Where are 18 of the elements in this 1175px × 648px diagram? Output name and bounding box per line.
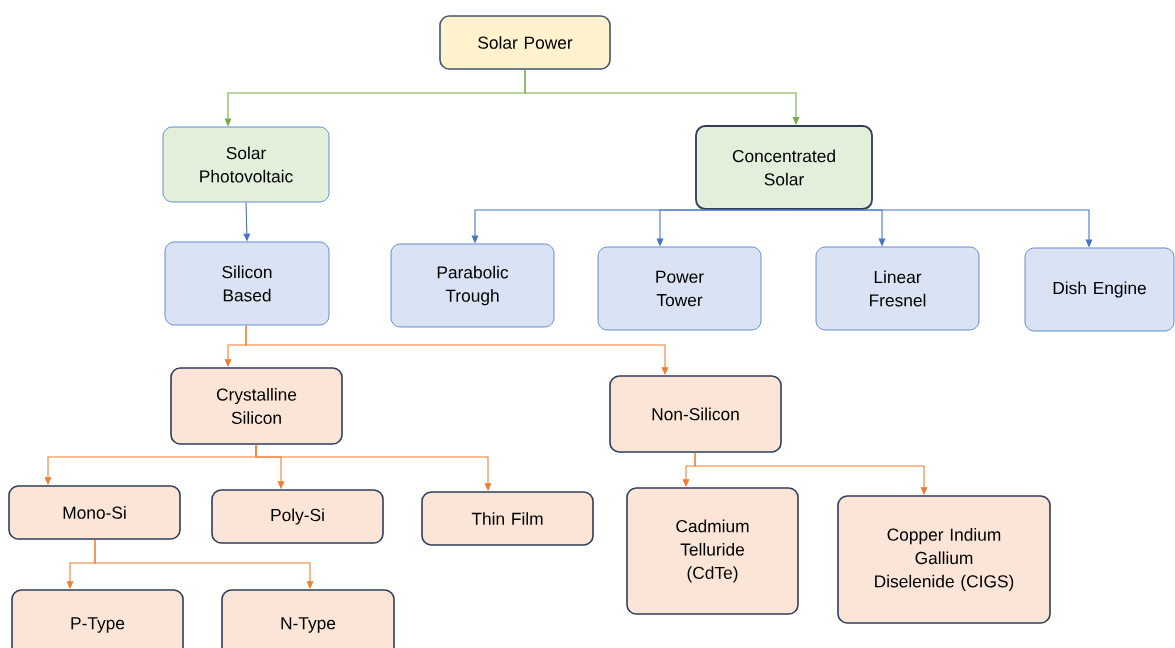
process-box: Non-Silicon xyxy=(609,375,782,453)
process-box: Mono-Si xyxy=(8,485,181,540)
process-box: Silicon Based xyxy=(164,241,330,326)
process-box: Copper Indium Gallium Diselenide (CIGS) xyxy=(837,495,1051,624)
process-box: Thin Film xyxy=(421,491,594,546)
process-box: Concentrated Solar xyxy=(695,125,873,210)
process-box: Parabolic Trough xyxy=(390,243,555,328)
process-box: Crystalline Silicon xyxy=(170,367,343,445)
process-box: Power Tower xyxy=(597,246,762,331)
process-box: Dish Engine xyxy=(1024,247,1175,332)
process-box: N-Type xyxy=(221,589,395,648)
process-box: Solar Photovoltaic xyxy=(162,126,330,203)
process-box: Solar Power xyxy=(439,15,611,70)
process-box: Linear Fresnel xyxy=(815,246,980,331)
arrow xyxy=(524,69,800,125)
process-box: P-Type xyxy=(11,589,184,648)
process-box: Poly-Si xyxy=(211,489,384,544)
process-box: Cadmium Telluride (CdTe) xyxy=(626,487,799,615)
